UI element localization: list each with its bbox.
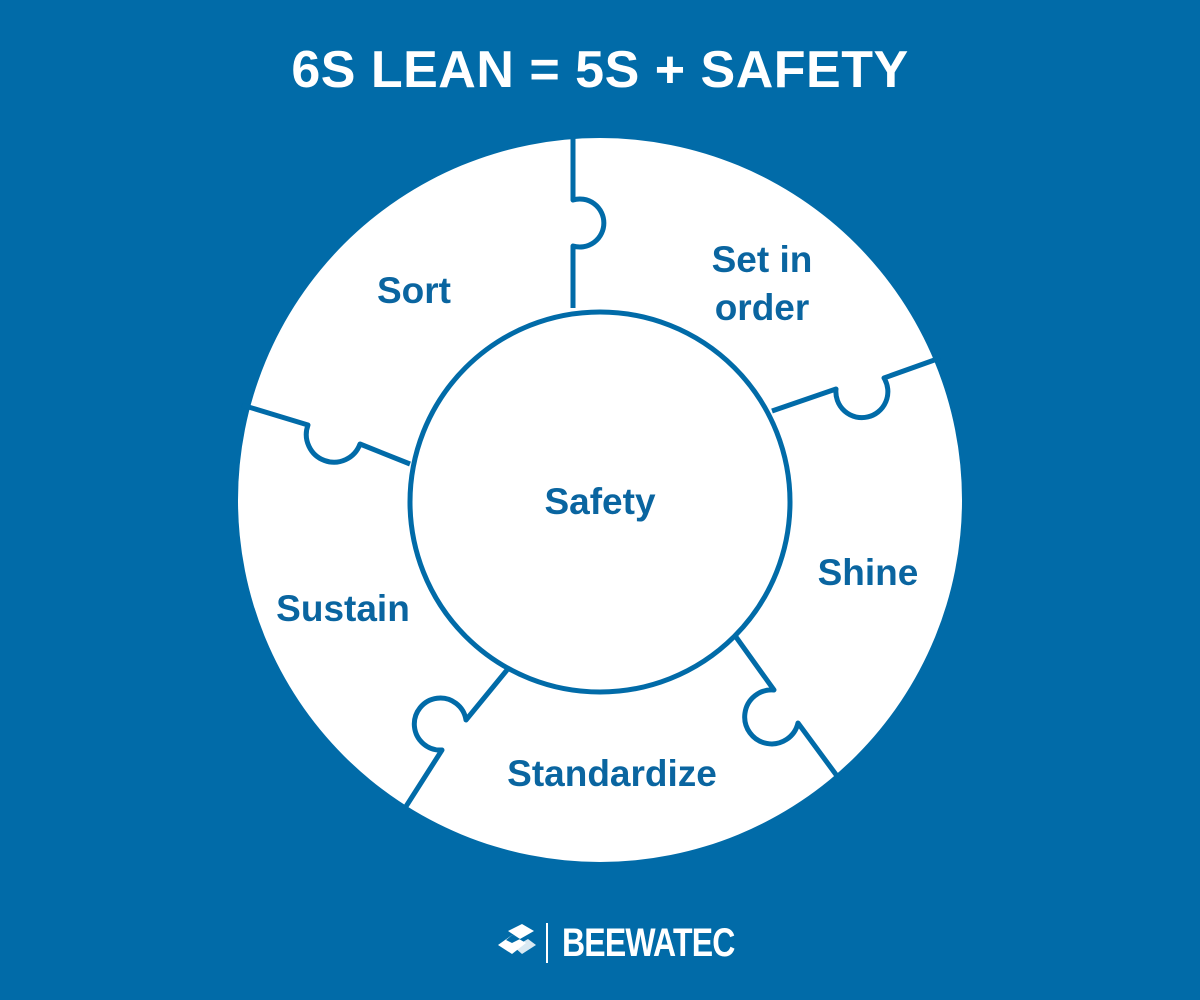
divider-shine-standardize xyxy=(733,635,843,782)
beewatec-logo-icon xyxy=(498,924,536,954)
divider-standardize-sustain xyxy=(402,668,509,810)
segment-label-set-in-order-line1: Set in xyxy=(712,239,813,280)
divider-sustain-sort xyxy=(241,402,411,467)
segment-label-standardize: Standardize xyxy=(507,753,717,794)
center-label: Safety xyxy=(544,481,655,522)
puzzle-dividers xyxy=(241,135,941,810)
segment-label-set-in-order-line2: order xyxy=(715,287,810,328)
segment-label-sort: Sort xyxy=(377,270,451,311)
segment-label-sustain: Sustain xyxy=(276,588,410,629)
beewatec-logo: BEEWATEC xyxy=(496,918,778,968)
safety-circle xyxy=(407,309,793,695)
divider-setinorder-shine xyxy=(771,355,941,421)
logo-text: BEEWATEC xyxy=(562,920,735,965)
segment-label-shine: Shine xyxy=(818,552,919,593)
logo-divider xyxy=(546,923,548,963)
page-title: 6S LEAN = 5S + SAFETY xyxy=(291,41,909,99)
divider-sort-setinorder xyxy=(570,135,607,308)
